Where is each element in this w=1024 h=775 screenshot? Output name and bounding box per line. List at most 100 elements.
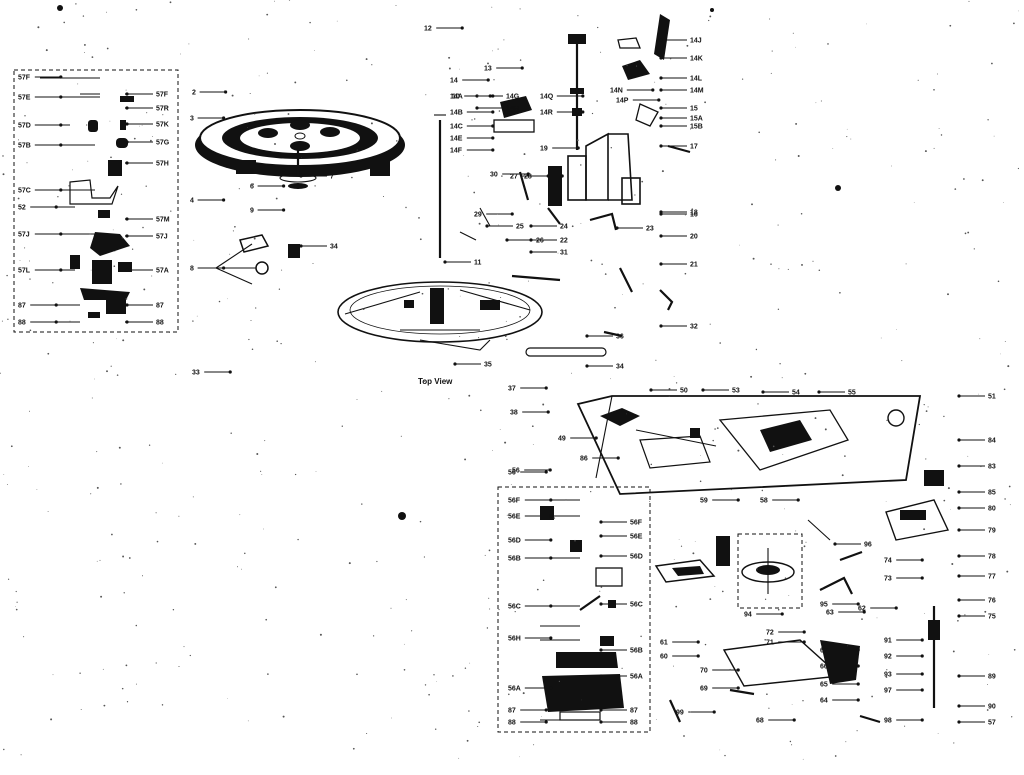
part-label-bottom-assembly-13-arrowhead: [957, 528, 961, 532]
part-label-top-assembly-33-arrowhead: [659, 116, 663, 120]
speckle-dot: [1017, 167, 1019, 170]
part-label-bottom-assembly-41-arrowhead: [920, 672, 924, 676]
speckle-dot: [787, 268, 789, 270]
speckle-dot: [84, 51, 85, 53]
part-label-inset-bottom-7-arrowhead: [549, 686, 553, 690]
speckle-dot: [348, 562, 351, 565]
part-label-inset-left-18-arrowhead: [125, 303, 129, 307]
speckle-dot: [984, 610, 987, 613]
part-label-top-assembly-9-arrowhead: [299, 244, 303, 248]
speckle-dot: [236, 566, 239, 568]
speckle-dot: [752, 257, 755, 260]
speckle-dot: [597, 26, 599, 29]
part-label-top-assembly-42-arrowhead: [615, 226, 619, 230]
part-label-top-assembly-34: 15B: [690, 124, 703, 131]
speckle-dot: [425, 94, 427, 96]
speckle-dot: [391, 717, 392, 719]
part-label-top-assembly-3-arrowhead: [222, 198, 226, 202]
speckle-dot: [252, 183, 254, 186]
part-label-inset-left-9-arrowhead: [54, 320, 58, 324]
part-label-top-assembly-41: 22: [560, 238, 568, 245]
scan-blob: [710, 8, 714, 12]
speckle-dot: [943, 415, 945, 418]
speckle-dot: [230, 432, 232, 434]
part-label-inset-bottom-6: 56H: [508, 636, 521, 643]
speckle-dot: [512, 472, 514, 474]
speckle-dot: [519, 756, 520, 758]
speckle-dot: [577, 15, 579, 17]
part-label-top-assembly-13-arrowhead: [585, 364, 589, 368]
speckle-dot: [161, 704, 164, 706]
speckle-dot: [131, 248, 134, 250]
speckle-dot: [536, 588, 539, 591]
part-label-bottom-assembly-17-arrowhead: [957, 614, 961, 618]
speckle-dot: [501, 175, 503, 177]
speckle-dot: [314, 361, 316, 363]
speckle-dot: [45, 49, 48, 52]
part-label-bottom-assembly-38: 57: [988, 720, 996, 727]
speckle-dot: [861, 618, 863, 620]
speckle-dot: [905, 263, 907, 265]
part-label-bottom-assembly-8: 86: [580, 456, 588, 463]
speckle-dot: [467, 175, 469, 177]
part-label-bottom-assembly-42-arrowhead: [780, 612, 784, 616]
speckle-dot: [261, 474, 263, 475]
speckle-dot: [709, 15, 712, 18]
speckle-dot: [229, 253, 231, 255]
speckle-dot: [405, 599, 407, 601]
speckle-dot: [111, 533, 113, 536]
speckle-dot: [764, 598, 767, 600]
speckle-dot: [178, 665, 180, 668]
part-label-inset-bottom-11: 56E: [630, 534, 643, 541]
part-label-bottom-assembly-1-arrowhead: [546, 410, 550, 414]
part-label-top-assembly-19-arrowhead: [491, 124, 495, 128]
speckle-dot: [421, 292, 424, 295]
speckle-dot: [28, 260, 30, 262]
speckle-dot: [523, 153, 526, 156]
speckle-dot: [175, 373, 177, 375]
speckle-dot: [684, 214, 686, 216]
speckle-dot: [610, 147, 612, 149]
speckle-dot: [281, 269, 283, 271]
speckle-dot: [845, 741, 847, 743]
speckle-dot: [839, 291, 841, 294]
speckle-dot: [458, 757, 460, 759]
speckle-dot: [755, 348, 758, 351]
part-label-bottom-assembly-37: 90: [988, 704, 996, 711]
speckle-dot: [714, 586, 716, 587]
speckle-dot: [770, 263, 772, 265]
speckle-dot: [123, 592, 125, 594]
part-label-top-assembly-10: 33: [192, 370, 200, 377]
speckle-dot: [812, 260, 814, 262]
speckle-dot: [519, 59, 522, 61]
speckle-dot: [218, 300, 221, 303]
part-label-inset-left-8: 87: [18, 303, 26, 310]
part-label-bottom-assembly-45-arrowhead: [920, 688, 924, 692]
speckle-dot: [143, 288, 146, 291]
part-label-bottom-assembly-19: 73: [884, 576, 892, 583]
speckle-dot: [274, 586, 277, 589]
speckle-dot: [841, 474, 844, 477]
part-label-bottom-assembly-19-arrowhead: [920, 576, 924, 580]
speckle-dot: [901, 360, 903, 362]
speckle-dot: [106, 370, 108, 373]
speckle-dot: [148, 444, 151, 446]
part-label-inset-left-12: 57K: [156, 122, 169, 129]
speckle-dot: [600, 51, 602, 53]
speckle-dot: [621, 667, 623, 669]
changer-top-view: [337, 281, 543, 351]
part-label-top-assembly-39: 20: [690, 234, 698, 241]
speckle-dot: [716, 427, 719, 429]
speckle-dot: [436, 680, 437, 682]
speckle-dot: [275, 197, 278, 200]
part-label-inset-bottom-5-arrowhead: [549, 604, 553, 608]
part-label-top-assembly-49: 30: [490, 172, 498, 179]
part-label-inset-left-0-arrowhead: [59, 75, 63, 79]
speckle-dot: [26, 162, 28, 164]
speckle-dot: [750, 375, 753, 378]
speckle-dot: [492, 450, 493, 451]
part-label-top-assembly-16-arrowhead: [486, 78, 490, 82]
speckle-dot: [886, 419, 888, 422]
part-label-bottom-assembly-46-arrowhead: [920, 718, 924, 722]
speckle-dot: [846, 128, 848, 130]
